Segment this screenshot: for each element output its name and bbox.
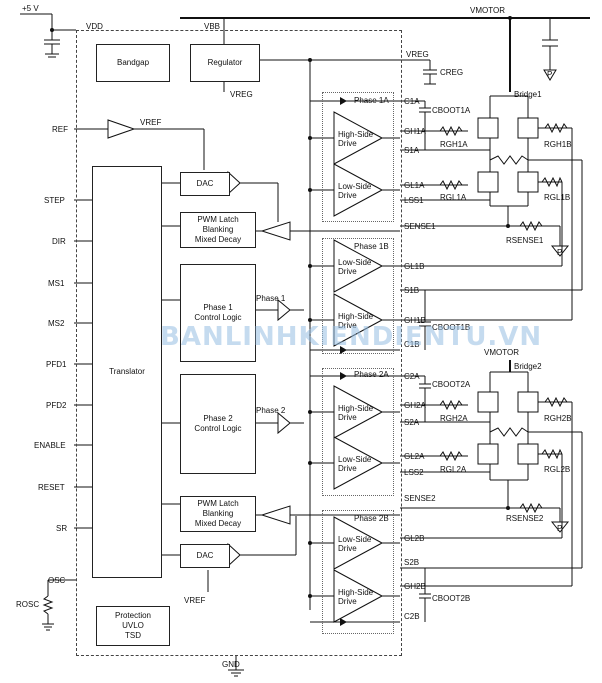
pin-c1b: C1B — [404, 340, 420, 349]
rsense2-label: RSENSE2 — [506, 514, 544, 523]
phase-2b-group — [322, 510, 394, 634]
rgh1b-label: RGH1B — [544, 140, 572, 149]
pin-enable: ENABLE — [34, 441, 66, 450]
rosc-label: ROSC — [16, 600, 40, 609]
gnd-pin: GND — [222, 660, 240, 669]
pin-lss1: LSS1 — [404, 196, 424, 205]
phase1-signal: Phase 1 — [256, 294, 286, 303]
hs-drive-1b: High-Side Drive — [338, 312, 374, 330]
vdd-pin: VDD — [86, 22, 103, 31]
motor-p-1: P — [547, 70, 553, 79]
rgl2b-label: RGL2B — [544, 465, 571, 474]
pin-gh2a: GH2A — [404, 401, 426, 410]
pwm-latch-block-2: PWM Latch Blanking Mixed Decay — [180, 496, 256, 532]
pin-c1a: C1A — [404, 97, 420, 106]
ls-drive-2b: Low-Side Drive — [338, 535, 372, 553]
phase1-control-block: Phase 1 Control Logic — [180, 264, 256, 362]
rgh2b-label: RGH2B — [544, 414, 572, 423]
dac-block-1: DAC — [180, 172, 230, 196]
hs-drive-2b: High-Side Drive — [338, 588, 374, 606]
pin-lss2: LSS2 — [404, 468, 424, 477]
phase-1b-group — [322, 238, 394, 354]
hs-drive-1a: High-Side Drive — [338, 130, 374, 148]
bridge2-label: Bridge2 — [514, 362, 542, 371]
pin-pfd2: PFD2 — [46, 401, 67, 410]
cboot2a-label: CBOOT2A — [432, 380, 471, 389]
chip-outline — [76, 30, 402, 656]
pin-gl1a: GL1A — [404, 181, 425, 190]
phase-2b-label: Phase 2B — [354, 514, 389, 523]
pin-s1a: S1A — [404, 146, 420, 155]
phase-1b-label: Phase 1B — [354, 242, 389, 251]
pwm-latch-block-1: PWM Latch Blanking Mixed Decay — [180, 212, 256, 248]
rgh1a-label: RGH1A — [440, 140, 468, 149]
pin-gl1b: GL1B — [404, 262, 425, 271]
pin-reset: RESET — [38, 483, 65, 492]
ls-drive-2a: Low-Side Drive — [338, 455, 372, 473]
rsense1-label: RSENSE1 — [506, 236, 544, 245]
phase-2a-label: Phase 2A — [354, 370, 389, 379]
pin-s2b: S2B — [404, 558, 420, 567]
pin-ms1: MS1 — [48, 279, 65, 288]
pin-ref: REF — [52, 125, 68, 134]
phase2-control-block: Phase 2 Control Logic — [180, 374, 256, 474]
vbb-pin: VBB — [204, 22, 221, 31]
translator-block: Translator — [92, 166, 162, 578]
phase-1a-label: Phase 1A — [354, 96, 389, 105]
rgh2a-label: RGH2A — [440, 414, 468, 423]
vmotor-label: VMOTOR — [470, 6, 505, 15]
pin-c2a: C2A — [404, 372, 420, 381]
watermark: BANLINHKIENDIENTU.VN — [160, 322, 543, 352]
pin-sense1: SENSE1 — [404, 222, 436, 231]
pin-osc: OSC — [48, 576, 66, 585]
hs-drive-2a: High-Side Drive — [338, 404, 374, 422]
vmotor-label-2: VMOTOR — [484, 348, 519, 357]
bridge1-label: Bridge1 — [514, 90, 542, 99]
creg-label: CREG — [440, 68, 464, 77]
pin-ms2: MS2 — [48, 319, 65, 328]
pin-c2b: C2B — [404, 612, 420, 621]
motor-p-3: P — [557, 524, 563, 533]
cboot1b-label: CBOOT1B — [432, 323, 471, 332]
phase-2a-group — [322, 368, 394, 496]
pin-dir: DIR — [52, 237, 66, 246]
pin-gl2b: GL2B — [404, 534, 425, 543]
bandgap-block: Bandgap — [96, 44, 170, 82]
dac-block-2: DAC — [180, 544, 230, 568]
pin-gh2b: GH2B — [404, 582, 426, 591]
pin-gh1b: GH1B — [404, 316, 426, 325]
rgl2a-label: RGL2A — [440, 465, 467, 474]
motor-p-2: P — [557, 248, 563, 257]
regulator-block: Regulator — [190, 44, 260, 82]
ls-drive-1b: Low-Side Drive — [338, 258, 372, 276]
pin-sr: SR — [56, 524, 68, 533]
phase-1a-group — [322, 92, 394, 222]
supply-5v: +5 V — [22, 4, 39, 13]
pin-step: STEP — [44, 196, 65, 205]
pin-gl2a: GL2A — [404, 452, 425, 461]
cboot1a-label: CBOOT1A — [432, 106, 471, 115]
pin-gh1a: GH1A — [404, 127, 426, 136]
rgl1a-label: RGL1A — [440, 193, 467, 202]
phase2-signal: Phase 2 — [256, 406, 286, 415]
pin-s2a: S2A — [404, 418, 420, 427]
protection-block: Protection UVLO TSD — [96, 606, 170, 646]
ls-drive-1a: Low-Side Drive — [338, 182, 372, 200]
vreg-out: VREG — [230, 90, 253, 99]
rgl1b-label: RGL1B — [544, 193, 571, 202]
cboot2b-label: CBOOT2B — [432, 594, 471, 603]
vreg-pin: VREG — [406, 50, 429, 59]
pin-sense2: SENSE2 — [404, 494, 436, 503]
pin-s1b: S1B — [404, 286, 420, 295]
pin-pfd1: PFD1 — [46, 360, 67, 369]
vref-label-top: VREF — [140, 118, 162, 127]
vref-label-bottom: VREF — [184, 596, 206, 605]
